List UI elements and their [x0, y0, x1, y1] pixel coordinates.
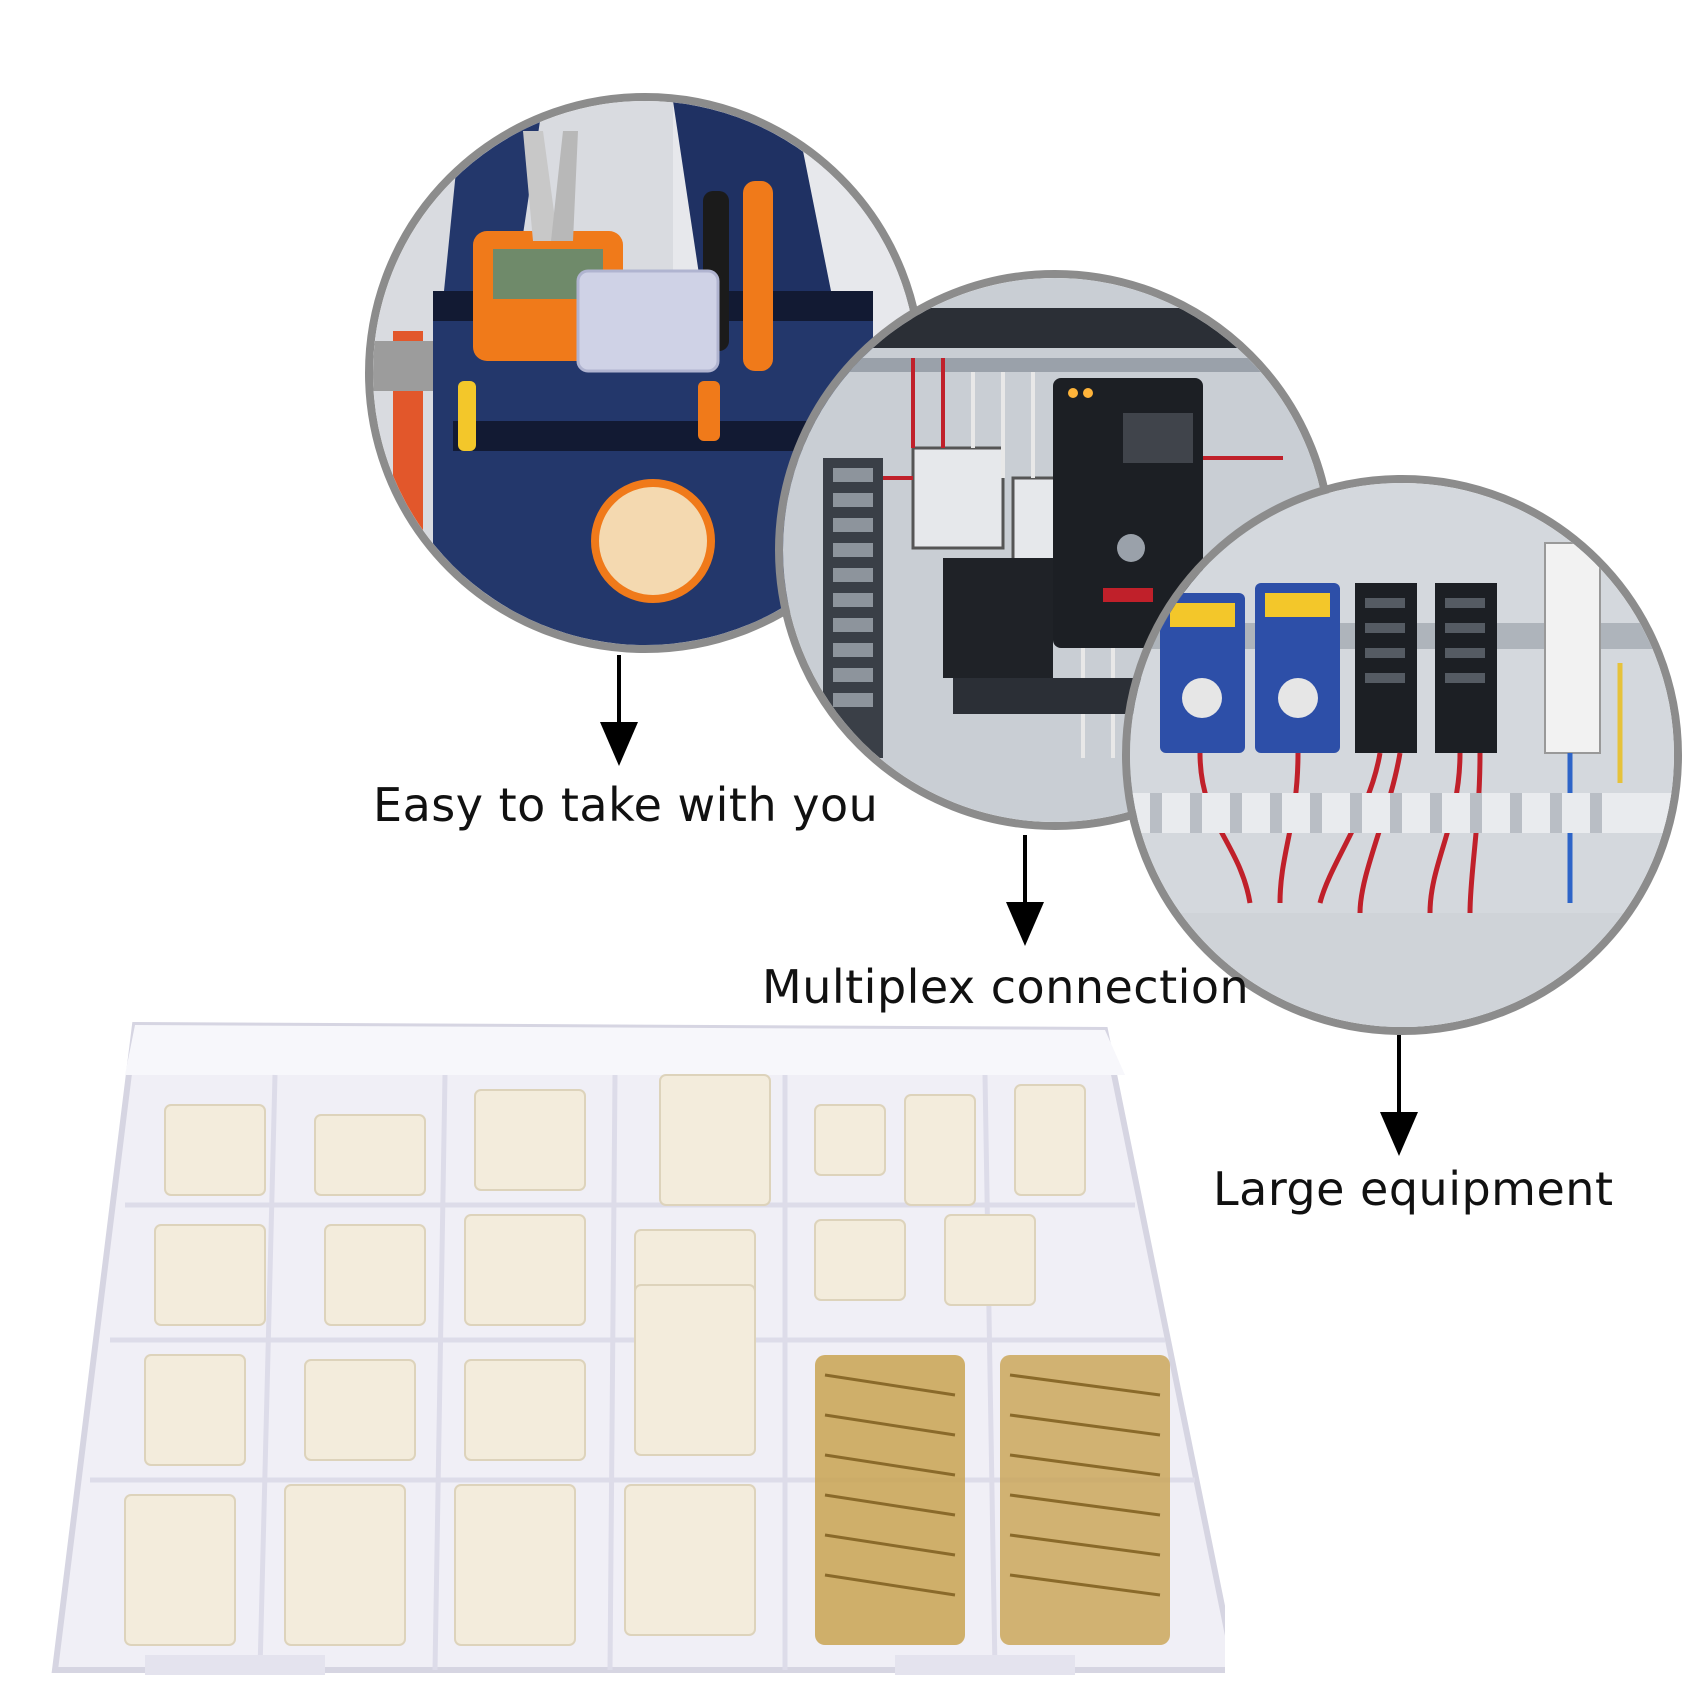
large-equipment-illustration — [1130, 483, 1674, 1027]
caption-easy-to-take: Easy to take with you — [373, 778, 879, 832]
photo-large-equipment — [1122, 475, 1682, 1035]
caption-large-equipment: Large equipment — [1213, 1162, 1614, 1216]
organizer-box-illustration — [51, 1021, 1225, 1675]
caption-multiplex-connection: Multiplex connection — [762, 960, 1250, 1014]
connector-organizer-box — [25, 1015, 1225, 1695]
